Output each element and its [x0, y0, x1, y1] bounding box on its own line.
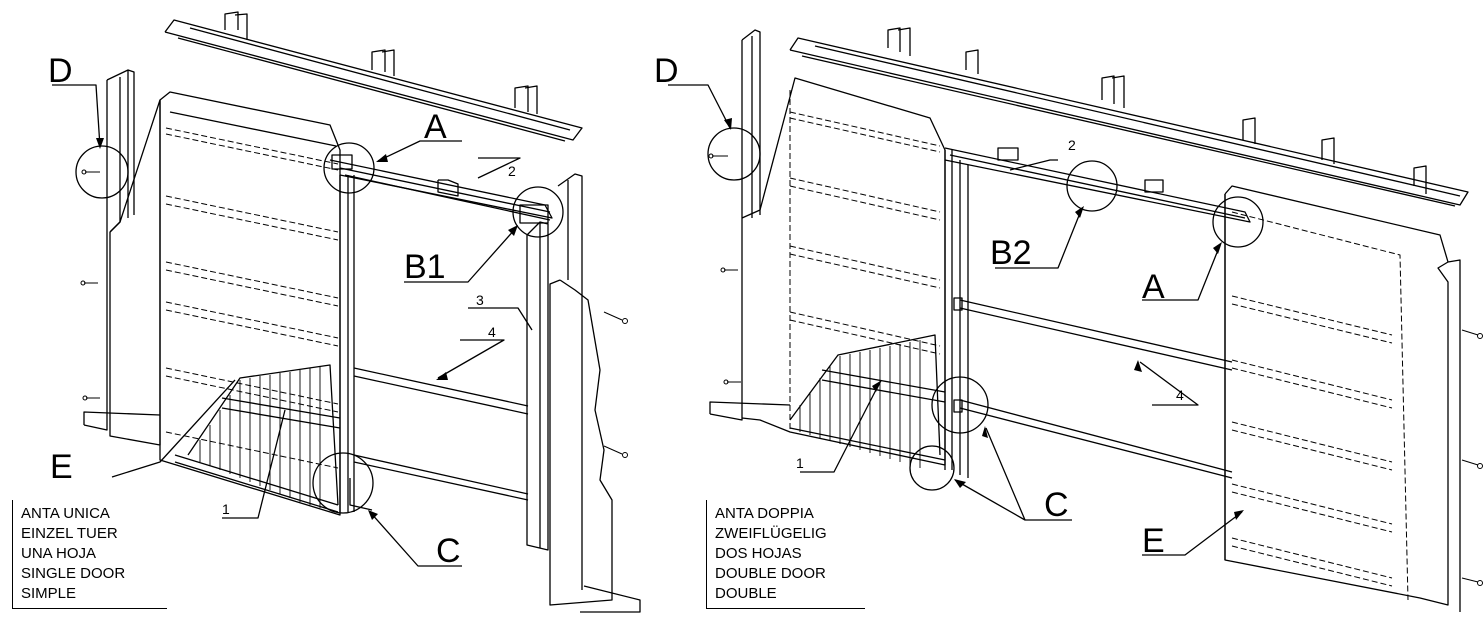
arrowheads-right [724, 118, 1244, 520]
callout-e-right: E [1142, 522, 1165, 560]
callout-e-left: E [50, 448, 73, 486]
legend-line-fr: SIMPLE [21, 585, 77, 602]
leaders-right [668, 84, 1243, 556]
double-door-drawing [668, 27, 1483, 612]
legend-line-en: SINGLE DOOR [21, 565, 126, 582]
legend-line-es: UNA HOJA [21, 545, 97, 562]
callout-b2: B2 [990, 234, 1032, 272]
detail-circle-a-left [323, 142, 375, 194]
legend-line-en: DOUBLE DOOR [715, 565, 826, 582]
callout-4-right: 4 [1176, 387, 1184, 403]
detail-circle-b2 [1066, 160, 1118, 212]
detail-circle-d-left [75, 145, 129, 199]
legend-line-de: ZWEIFLÜGELIG [715, 525, 827, 542]
detail-circle-c-left [312, 452, 374, 514]
callout-d-right: D [654, 52, 679, 90]
detail-circle-d-right [707, 127, 761, 181]
cross-bars-left [349, 367, 529, 511]
legend-double-door: ANTA DOPPIA ZWEIFLÜGELIG DOS HOJAS DOUBL… [706, 500, 865, 609]
callout-a-left: A [424, 108, 447, 146]
callout-1-left: 1 [222, 501, 230, 517]
ceiling-beam-left [164, 11, 583, 142]
detail-circle-a-right [1212, 196, 1264, 248]
callout-1-right: 1 [796, 455, 804, 471]
door-leaf-right [1224, 185, 1461, 612]
cross-bars-right [953, 297, 1233, 479]
right-jamb-left [526, 221, 549, 551]
callout-a-right: A [1142, 268, 1165, 306]
arrowheads-left [96, 138, 518, 520]
door-frame-post [339, 175, 355, 512]
legend-line-es: DOS HOJAS [715, 545, 802, 562]
callout-3-left: 3 [476, 292, 484, 308]
door-leaf-left [741, 77, 946, 468]
center-frame-right [944, 150, 969, 478]
callout-d-left: D [48, 52, 73, 90]
callout-c-left: C [436, 532, 461, 570]
door-leaf-single [159, 91, 341, 516]
legend-single-door: ANTA UNICA EINZEL TUER UNA HOJA SINGLE D… [12, 500, 167, 609]
single-door-drawing [52, 11, 641, 613]
callout-2-left: 2 [508, 163, 516, 179]
wall-column-right-left [549, 173, 641, 613]
detail-circle-c-right-upper [931, 376, 989, 434]
callout-4-left: 4 [488, 324, 496, 340]
callout-b1: B1 [404, 248, 446, 286]
legend-line-fr: DOUBLE [715, 585, 777, 602]
detail-circle-c-right-lower [909, 445, 955, 491]
detail-circle-b1 [512, 186, 564, 238]
top-track-right [944, 147, 1251, 223]
wall-column-right-side-left [709, 29, 791, 421]
screws-left [80, 169, 628, 458]
wall-column-left [83, 69, 161, 431]
callout-2-right: 2 [1068, 137, 1076, 153]
legend-line-it: ANTA UNICA [21, 505, 110, 522]
top-track-left [329, 154, 553, 224]
ceiling-beam-right [789, 27, 1469, 207]
legend-line-it: ANTA DOPPIA [715, 505, 814, 522]
screws-right [708, 153, 1483, 586]
leaders-left [52, 84, 533, 567]
legend-line-de: EINZEL TUER [21, 525, 118, 542]
callout-c-right: C [1044, 486, 1069, 524]
